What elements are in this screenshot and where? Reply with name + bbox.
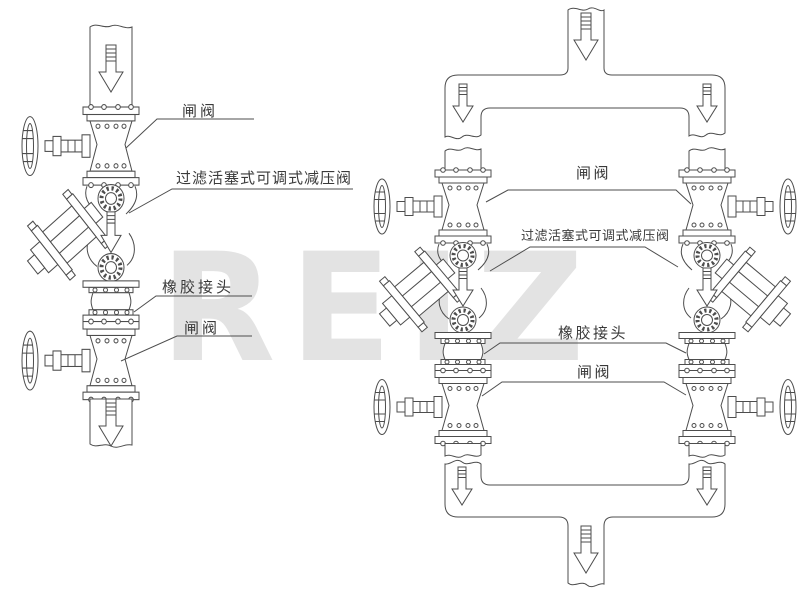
label-rubber-joint-left: 橡胶接头 (162, 278, 235, 296)
pipe-branch-left-bottom (444, 443, 482, 458)
leader-prv-left (128, 188, 353, 214)
left-diagram (11, 24, 353, 448)
label-gate-valve-bottom-left: 闸阀 (184, 319, 221, 337)
label-rubber-joint-right: 橡胶接头 (558, 324, 629, 342)
leader-rubber-joint-left (133, 295, 252, 313)
label-gate-valve-bottom-right: 闸阀 (577, 363, 613, 381)
label-gate-valve-top-right: 闸阀 (576, 164, 612, 182)
valve-assembly (679, 168, 800, 446)
label-prv-right: 过滤活塞式可调式减压阀 (521, 229, 670, 244)
leader-gate-valve-top-right (485, 189, 692, 205)
valve-assembly (11, 105, 139, 403)
pipe-branch-left-top (444, 147, 482, 171)
top-header-pipe (444, 7, 726, 140)
pipe-branch-right-top (688, 147, 726, 171)
leader-rubber-joint-right (483, 342, 687, 355)
label-gate-valve-top-left: 闸阀 (182, 102, 219, 120)
label-prv-left: 过滤活塞式可调式减压阀 (176, 169, 353, 187)
bottom-header-pipe (444, 459, 726, 588)
leader-prv-right (489, 246, 679, 272)
leader-gate-valve-bottom-right (481, 381, 687, 397)
watermark-text: REIZ (160, 222, 599, 396)
leader-gate-valve-top-left (125, 118, 254, 149)
right-diagram (363, 7, 800, 588)
leader-gate-valve-bottom-left (120, 335, 252, 362)
pipe-branch-right-bottom (688, 443, 726, 458)
